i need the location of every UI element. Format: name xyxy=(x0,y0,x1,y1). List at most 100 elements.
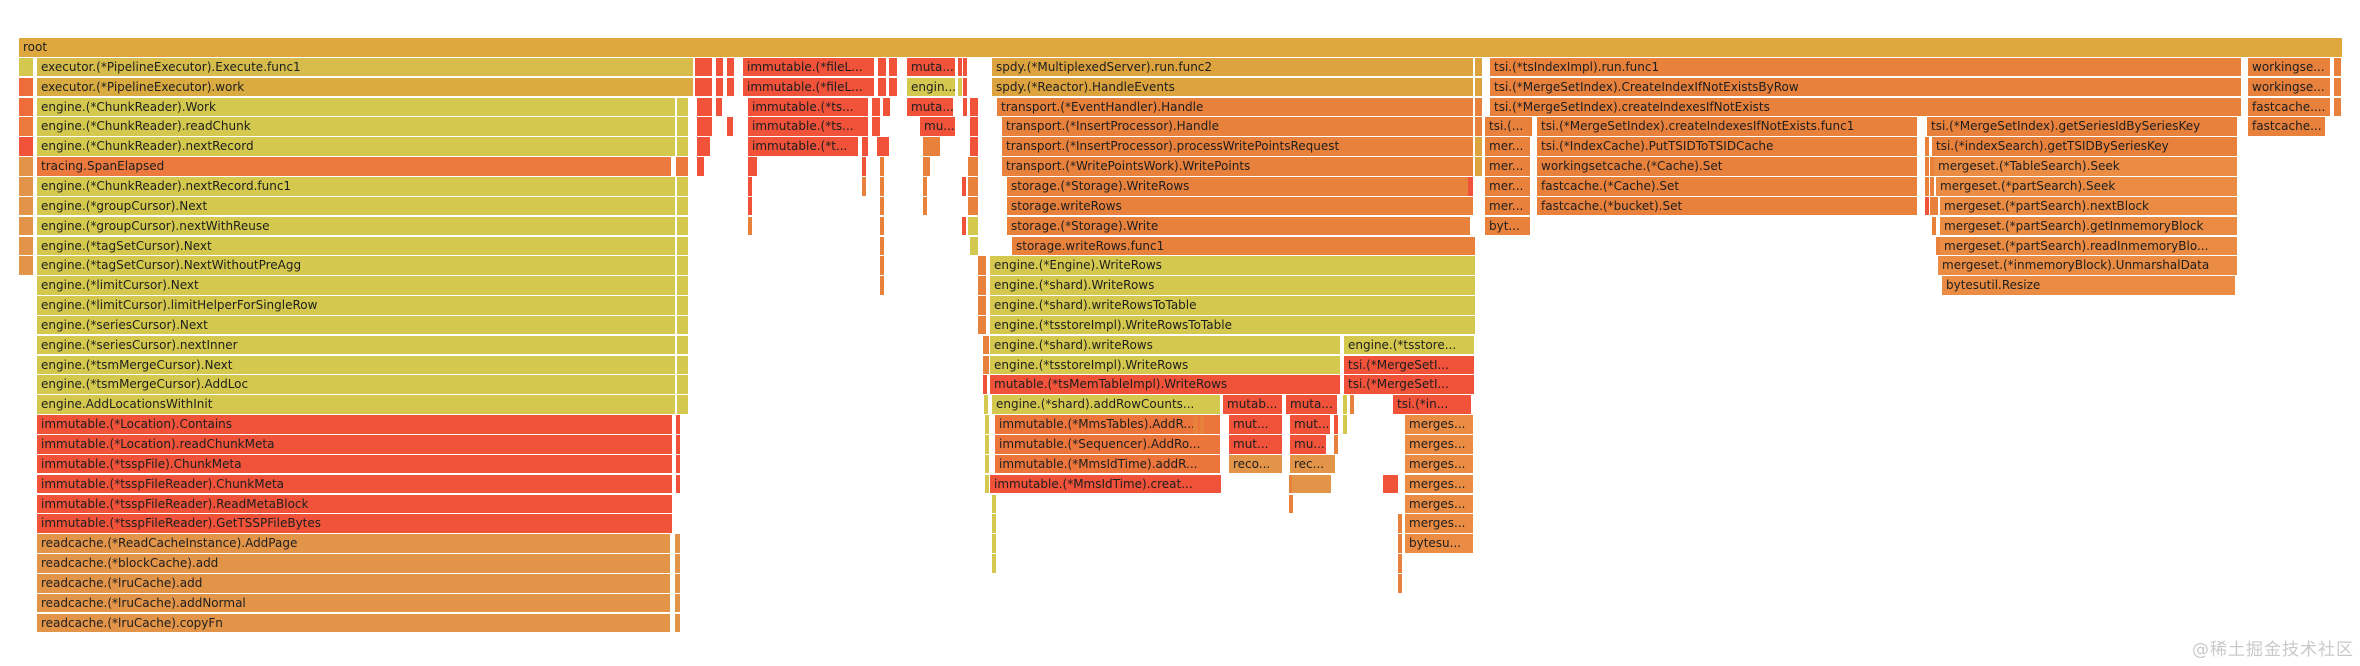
flame-bar[interactable]: readcache.(*lruCache).addNormal xyxy=(37,593,670,613)
flame-bar-fragment[interactable] xyxy=(983,375,987,395)
flame-bar-fragment[interactable] xyxy=(878,57,886,77)
flame-bar[interactable]: merges... xyxy=(1405,514,1473,533)
flame-bar-fragment[interactable] xyxy=(19,196,33,216)
flame-bar-fragment[interactable] xyxy=(675,573,680,593)
flame-bar[interactable]: immutable.(*tsspFileReader).GetTSSPFileB… xyxy=(37,514,672,533)
flame-bar-fragment[interactable] xyxy=(983,355,989,375)
flame-bar-fragment[interactable] xyxy=(872,97,880,117)
flame-bar[interactable]: mut... xyxy=(1229,415,1282,434)
flame-bar[interactable]: engine.(*ChunkReader).nextRecord.func1 xyxy=(37,176,675,196)
flame-bar-fragment[interactable] xyxy=(1398,514,1402,533)
flame-bar-fragment[interactable] xyxy=(963,97,967,117)
flame-bar[interactable]: engine.(*tagSetCursor).Next xyxy=(37,236,675,256)
flame-bar-fragment[interactable] xyxy=(880,196,884,216)
flame-bar[interactable]: bytesu... xyxy=(1405,534,1473,553)
flame-bar-fragment[interactable] xyxy=(883,97,890,117)
flame-bar[interactable]: readcache.(*lruCache).copyFn xyxy=(37,613,670,633)
flame-bar-fragment[interactable] xyxy=(880,157,884,176)
flame-bar[interactable]: storage.(*Storage).Write xyxy=(1007,216,1470,236)
flame-bar[interactable]: merges... xyxy=(1405,415,1473,434)
flame-bar[interactable]: reco... xyxy=(1229,454,1282,474)
flame-bar-fragment[interactable] xyxy=(962,176,966,196)
flame-bar[interactable]: engine.(*tsmMergeCursor).Next xyxy=(37,355,675,375)
flame-bar-fragment[interactable] xyxy=(675,554,680,573)
flame-bar[interactable]: engine.(*seriesCursor).nextInner xyxy=(37,335,675,355)
flame-bar-fragment[interactable] xyxy=(1200,415,1204,434)
flame-bar[interactable]: immutable.(*ts... xyxy=(748,117,868,136)
flame-bar[interactable]: mergeset.(*partSearch).readInmemoryBlo..… xyxy=(1940,236,2237,256)
flame-bar[interactable]: mergeset.(*partSearch).Seek xyxy=(1936,176,2237,196)
flame-bar-fragment[interactable] xyxy=(676,435,680,454)
flame-bar[interactable]: tsi.(*MergeSetIndex).createIndexesIfNotE… xyxy=(1537,117,1917,136)
flame-bar[interactable]: immutable.(*tsspFileReader).ChunkMeta xyxy=(37,474,672,494)
flame-bar-fragment[interactable] xyxy=(968,157,978,176)
flame-bar[interactable]: immutable.(*fileL... xyxy=(743,77,874,97)
flame-bar[interactable]: bytesutil.Resize xyxy=(1942,276,2235,295)
flame-bar-fragment[interactable] xyxy=(1930,176,1934,196)
flame-bar-fragment[interactable] xyxy=(727,57,734,77)
flame-bar-fragment[interactable] xyxy=(677,375,688,395)
flame-bar-fragment[interactable] xyxy=(1398,534,1402,553)
flame-bar-fragment[interactable] xyxy=(1930,196,1934,216)
flame-bar[interactable]: executor.(*PipelineExecutor).work xyxy=(37,77,693,97)
flame-bar[interactable]: tracing.SpanElapsed xyxy=(37,157,671,176)
flame-bar-fragment[interactable] xyxy=(1934,196,1938,216)
flame-bar[interactable]: muta... xyxy=(907,57,955,77)
flame-bar[interactable]: engine.(*shard).addRowCounts... xyxy=(992,395,1220,414)
flame-bar-fragment[interactable] xyxy=(958,77,962,97)
flame-bar-fragment[interactable] xyxy=(1292,474,1331,494)
flame-bar-fragment[interactable] xyxy=(697,157,704,176)
flame-bar-fragment[interactable] xyxy=(1350,395,1354,414)
flame-bar-fragment[interactable] xyxy=(984,395,988,414)
flame-bar[interactable]: readcache.(*ReadCacheInstance).AddPage xyxy=(37,534,670,553)
flame-bar-fragment[interactable] xyxy=(963,77,967,97)
flame-bar-fragment[interactable] xyxy=(923,137,940,156)
flame-bar-fragment[interactable] xyxy=(862,137,868,156)
flame-bar[interactable]: mer... xyxy=(1485,157,1530,176)
flame-bar[interactable]: mergeset.(*inmemoryBlock).UnmarshalData xyxy=(1938,256,2237,275)
flame-bar[interactable]: merges... xyxy=(1405,494,1473,514)
flame-bar-fragment[interactable] xyxy=(748,176,752,196)
flame-bar-fragment[interactable] xyxy=(697,97,712,117)
flame-bar[interactable]: storage.writeRows xyxy=(1007,196,1473,216)
flame-bar[interactable]: immutable.(*t... xyxy=(748,137,858,156)
flame-bar[interactable]: tsi.(*MergeSetIndex).createIndexesIfNotE… xyxy=(1490,97,2241,117)
flame-bar[interactable]: engine.(*tsmMergeCursor).AddLoc xyxy=(37,375,675,395)
flame-bar-fragment[interactable] xyxy=(677,335,688,355)
flame-bar[interactable]: engin... xyxy=(907,77,955,97)
flame-bar[interactable]: engine.(*Engine).WriteRows xyxy=(990,256,1475,275)
flame-bar[interactable]: immutable.(*tsspFile).ChunkMeta xyxy=(37,454,672,474)
flame-bar-fragment[interactable] xyxy=(748,216,752,236)
flame-bar[interactable]: transport.(*WritePointsWork).WritePoints xyxy=(1002,157,1473,176)
flame-bar[interactable]: mergeset.(*TableSearch).Seek xyxy=(1934,157,2237,176)
flame-bar-fragment[interactable] xyxy=(677,315,688,335)
flame-bar[interactable]: mergeset.(*partSearch).getInmemoryBlock xyxy=(1940,216,2237,236)
flame-bar-fragment[interactable] xyxy=(1475,57,1482,77)
flame-bar-fragment[interactable] xyxy=(877,137,889,156)
flame-bar-fragment[interactable] xyxy=(19,216,33,236)
flame-bar[interactable]: tsi.(*MergeSetI... xyxy=(1344,355,1474,375)
flame-bar-fragment[interactable] xyxy=(677,276,688,295)
flame-bar-fragment[interactable] xyxy=(880,176,884,196)
flame-bar[interactable]: mut... xyxy=(1229,435,1282,454)
flame-bar[interactable]: merges... xyxy=(1405,454,1473,474)
flame-bar[interactable]: engine.(*ChunkReader).Work xyxy=(37,97,675,117)
flame-bar-fragment[interactable] xyxy=(677,395,688,414)
flame-bar-fragment[interactable] xyxy=(675,593,680,613)
flame-bar-fragment[interactable] xyxy=(675,534,680,553)
flame-bar[interactable]: engine.(*limitCursor).limitHelperForSing… xyxy=(37,296,675,315)
flame-bar-fragment[interactable] xyxy=(2334,57,2341,77)
flame-bar[interactable]: engine.(*seriesCursor).Next xyxy=(37,315,675,335)
flame-bar[interactable]: tsi.(*MergeSetI... xyxy=(1344,375,1474,395)
flame-bar-fragment[interactable] xyxy=(1289,494,1293,514)
flame-bar[interactable]: immutable.(*tsspFileReader).ReadMetaBloc… xyxy=(37,494,672,514)
flame-bar-fragment[interactable] xyxy=(968,216,978,236)
flame-bar-fragment[interactable] xyxy=(2334,97,2341,117)
flame-bar-fragment[interactable] xyxy=(880,256,884,275)
flame-bar-fragment[interactable] xyxy=(19,157,33,176)
flame-bar-fragment[interactable] xyxy=(716,57,723,77)
flame-bar[interactable]: engine.AddLocationsWithInit xyxy=(37,395,675,414)
flame-bar-fragment[interactable] xyxy=(880,236,884,256)
flame-bar[interactable]: engine.(*ChunkReader).readChunk xyxy=(37,117,675,136)
flame-bar-fragment[interactable] xyxy=(1398,554,1402,573)
